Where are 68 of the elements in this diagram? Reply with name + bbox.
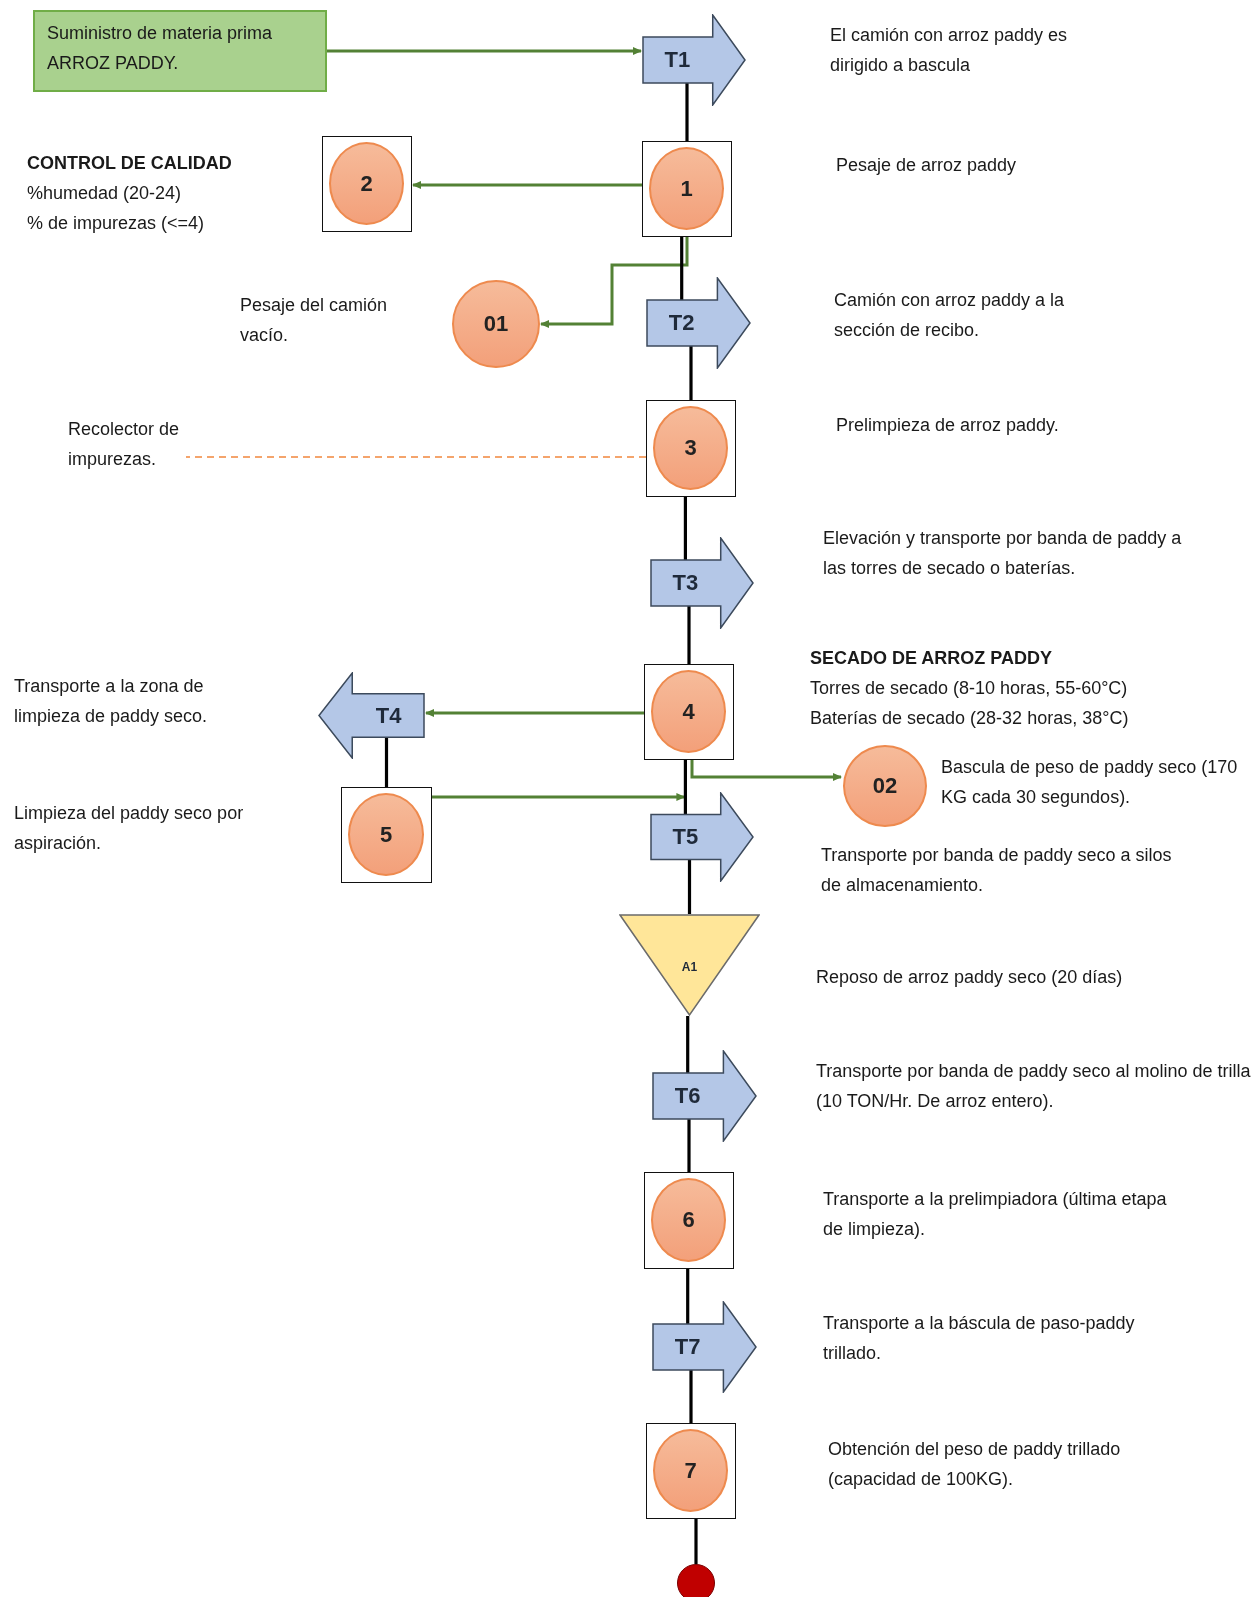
operation-box <box>642 141 732 237</box>
operation-box <box>644 664 734 760</box>
storage-triangle: A1 <box>619 914 760 1016</box>
flow-arrow <box>690 760 842 781</box>
flow-arrow <box>432 793 686 801</box>
step-description: Transporte por banda de paddy seco al molino de trilla (10 TON/Hr. De arroz entero). <box>816 1060 1252 1113</box>
connector-line <box>689 1370 693 1423</box>
step-description: %humedad (20-24) <box>27 182 183 205</box>
supply-box: Suministro de materia prima ARROZ PADDY. <box>33 10 327 92</box>
step-description: Prelimpieza de arroz paddy. <box>836 414 1060 437</box>
operation-circle: 5 <box>348 793 424 876</box>
transport-symbol: T5 <box>650 792 754 882</box>
step-description: Baterías de secado (28-32 horas, 38°C) <box>810 707 1130 730</box>
inspection-circle: 02 <box>843 745 927 827</box>
transport-symbol: T2 <box>646 277 751 369</box>
step-description: Transporte a la zona de limpieza de paddy seco. <box>14 675 209 728</box>
connector-line <box>185 456 647 458</box>
operation-circle: 2 <box>329 142 404 225</box>
inspection-circle: 01 <box>452 280 540 368</box>
step-description: Pesaje de arroz paddy <box>836 154 1018 177</box>
step-description: El camión con arroz paddy es dirigido a bascula <box>830 24 1069 77</box>
section-heading: CONTROL DE CALIDAD <box>27 152 233 175</box>
connector-line <box>687 859 692 914</box>
step-description: Reposo de arroz paddy seco (20 días) <box>816 966 1124 989</box>
flow-arrow <box>540 237 689 328</box>
operation-box <box>341 787 432 883</box>
transport-symbol: T4 <box>318 672 425 759</box>
connector-line <box>680 237 684 300</box>
operation-circle: 4 <box>651 670 726 753</box>
operation-box <box>644 1172 734 1269</box>
step-description: Camión con arroz paddy a la sección de recibo. <box>834 289 1066 342</box>
connector-line <box>687 606 691 664</box>
operation-circle: 7 <box>653 1429 728 1512</box>
operation-box <box>646 1423 736 1519</box>
operation-box <box>322 136 412 232</box>
flow-arrow <box>412 181 642 189</box>
step-description: Transporte por banda de paddy seco a silos de almacenamiento. <box>821 844 1173 897</box>
section-heading: SECADO DE ARROZ PADDY <box>810 647 1053 670</box>
transport-symbol: T1 <box>642 14 746 106</box>
flow-arrow <box>425 709 644 717</box>
connector-line <box>687 1119 691 1172</box>
connector-line <box>686 1016 690 1073</box>
step-description: % de impurezas (<=4) <box>27 212 206 235</box>
step-description: Pesaje del camión vacío. <box>240 294 389 347</box>
step-description: Bascula de peso de paddy seco (170 KG cada 30 segundos). <box>941 756 1239 809</box>
connector-line <box>694 1519 698 1564</box>
transport-symbol: T6 <box>652 1050 757 1142</box>
connector-line <box>686 1269 690 1324</box>
transport-symbol: T7 <box>652 1301 757 1393</box>
connector-line <box>683 497 687 560</box>
operation-box <box>646 400 736 497</box>
step-description: Transporte a la prelimpiadora (última etapa de limpieza). <box>823 1188 1168 1241</box>
step-description: Transporte a la báscula de paso-paddy trillado. <box>823 1312 1136 1365</box>
step-description: Limpieza del paddy seco por aspiración. <box>14 802 245 855</box>
step-description: Obtención del peso de paddy trillado (capacidad de 100KG). <box>828 1438 1122 1491</box>
connector-line <box>689 346 693 400</box>
step-description: Torres de secado (8-10 horas, 55-60°C) <box>810 677 1129 700</box>
note-text: Recolector de impurezas. <box>68 414 186 476</box>
operation-circle: 6 <box>651 1178 726 1262</box>
flow-arrow <box>327 47 642 55</box>
connector-line <box>683 760 687 815</box>
connector-line <box>384 737 389 787</box>
operation-circle: 3 <box>653 406 728 490</box>
connector-line <box>685 83 689 141</box>
step-description: Elevación y transporte por banda de paddy a las torres de secado o baterías. <box>823 527 1183 580</box>
end-circle <box>677 1564 715 1597</box>
transport-symbol: T3 <box>650 537 754 629</box>
operation-circle: 1 <box>649 147 724 230</box>
